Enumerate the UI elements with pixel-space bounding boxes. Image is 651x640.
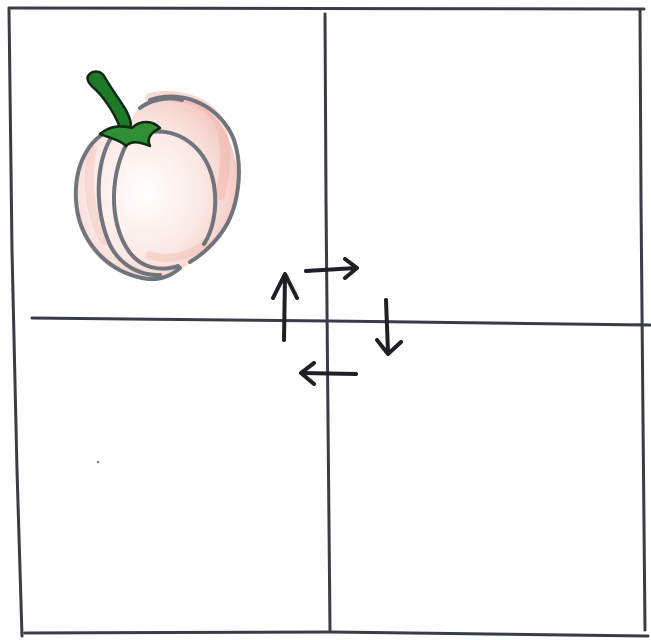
stray-dot (97, 461, 99, 463)
frame-top-line (9, 8, 644, 9)
